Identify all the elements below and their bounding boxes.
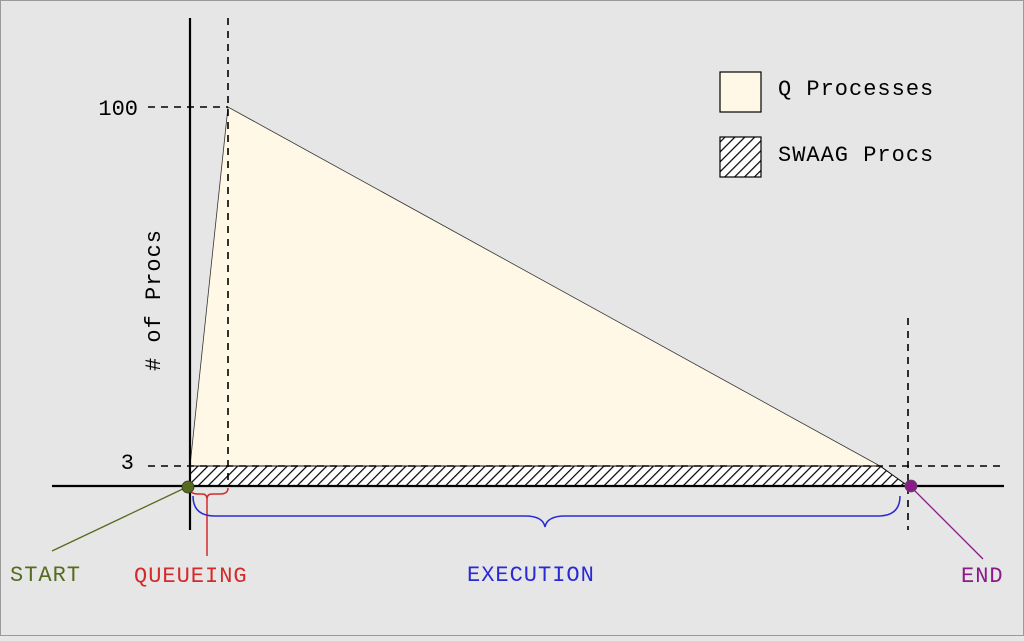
swaag-procs-band bbox=[189, 465, 910, 487]
end-marker bbox=[904, 479, 918, 493]
legend-swatch-q-processes bbox=[719, 71, 762, 113]
legend-label-swaag-procs: SWAAG Procs bbox=[778, 143, 934, 168]
tick-label-3: 3 bbox=[121, 451, 134, 476]
legend-label-q-processes: Q Processes bbox=[778, 77, 934, 102]
end-label: END bbox=[961, 564, 1004, 589]
start-leader bbox=[51, 486, 188, 552]
tick-label-100: 100 bbox=[98, 97, 138, 122]
start-label: START bbox=[10, 563, 81, 588]
execution-label: EXECUTION bbox=[467, 563, 595, 588]
y-axis-label: # of Procs bbox=[142, 229, 167, 371]
legend-swatch-swaag-procs bbox=[719, 136, 762, 178]
queueing-label: QUEUEING bbox=[134, 564, 248, 589]
start-marker bbox=[181, 480, 195, 494]
execution-brace bbox=[192, 495, 901, 528]
end-leader bbox=[911, 487, 984, 560]
